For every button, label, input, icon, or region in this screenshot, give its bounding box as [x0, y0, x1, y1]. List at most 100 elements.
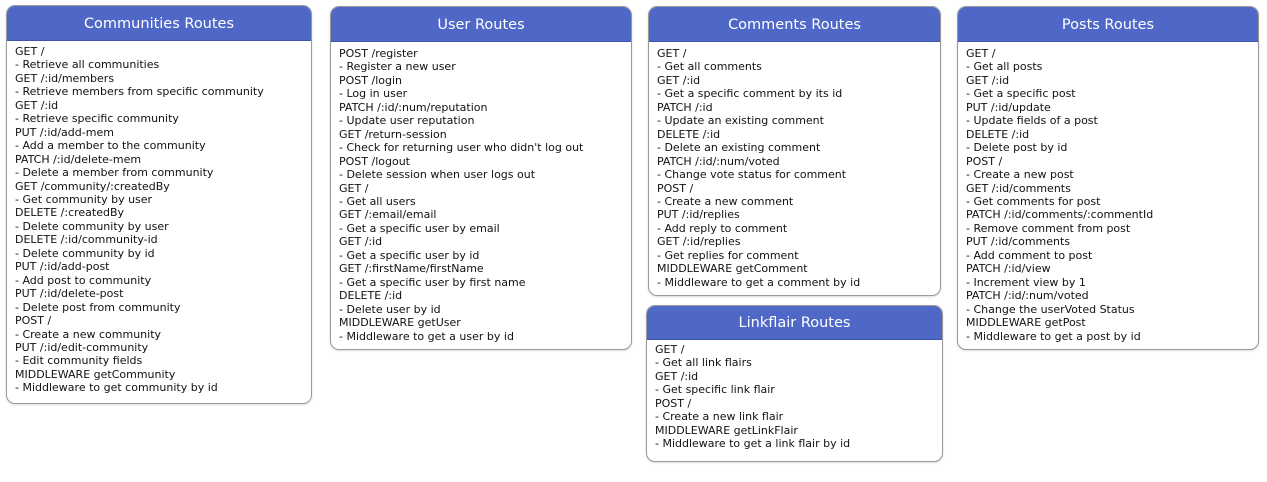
route-description: - Add comment to post	[966, 248, 1093, 262]
route-endpoint: MIDDLEWARE getLinkFlair	[655, 423, 798, 437]
route-endpoint: GET /	[15, 45, 45, 58]
route-description: - Delete community by id	[15, 246, 155, 260]
route-endpoint: POST /register	[339, 47, 418, 60]
route-endpoint: PATCH /:id/:num/voted	[657, 154, 780, 168]
route-description: - Delete post by id	[966, 141, 1068, 155]
route-endpoint: PATCH /:id/:num/reputation	[339, 100, 488, 114]
route-description: - Create a new community	[15, 327, 162, 341]
route-description: - Create a new comment	[657, 194, 794, 208]
route-endpoint: GET /:id	[966, 73, 1010, 87]
route-description: - Get all posts	[966, 60, 1043, 74]
route-description: - Register a new user	[339, 60, 456, 74]
route-description: - Get a specific user by id	[339, 248, 480, 262]
route-description: - Update user reputation	[339, 114, 475, 128]
route-description: - Add reply to comment	[657, 221, 788, 235]
user-routes-card: User Routes POST /register- Register a n…	[330, 6, 632, 350]
route-description: - Delete user by id	[339, 302, 441, 316]
route-endpoint: PUT /:id/comments	[966, 235, 1071, 249]
route-description: - Get a specific user by email	[339, 221, 500, 235]
route-description: - Retrieve all communities	[15, 58, 160, 72]
route-description: - Delete community by user	[15, 219, 169, 233]
route-endpoint: GET /return-session	[339, 127, 447, 141]
route-description: - Delete session when user logs out	[339, 168, 536, 182]
route-description: - Delete a member from community	[15, 166, 214, 180]
route-description: - Get a specific post	[966, 87, 1076, 101]
route-endpoint: PUT /:id/edit-community	[15, 340, 149, 354]
route-endpoint: GET /community/:createdBy	[15, 179, 170, 193]
linkflair-routes-card: Linkflair Routes GET /- Get all link fla…	[646, 305, 943, 462]
route-description: - Middleware to get a post by id	[966, 329, 1141, 343]
route-endpoint: POST /logout	[339, 154, 410, 168]
route-description: - Get community by user	[15, 192, 153, 206]
route-endpoint: DELETE /:id	[966, 127, 1030, 141]
route-endpoint: DELETE /:id	[657, 127, 721, 141]
route-endpoint: MIDDLEWARE getCommunity	[15, 367, 176, 381]
route-description: - Get a specific comment by its id	[657, 87, 843, 101]
card-title: Linkflair Routes	[647, 306, 942, 340]
route-endpoint: GET /	[339, 181, 369, 195]
route-description: - Delete post from community	[15, 300, 181, 314]
route-description: - Edit community fields	[15, 354, 143, 368]
route-endpoint: PUT /:id/add-post	[15, 260, 110, 274]
route-endpoint: DELETE /:createdBy	[15, 206, 125, 220]
route-endpoint: GET /:email/email	[339, 208, 437, 222]
route-description: - Remove comment from post	[966, 221, 1131, 235]
route-description: - Check for returning user who didn't lo…	[339, 141, 584, 155]
route-description: - Change the userVoted Status	[966, 302, 1135, 316]
route-endpoint: GET /:id	[657, 73, 701, 87]
route-description: - Get specific link flair	[655, 383, 775, 397]
route-description: - Middleware to get a comment by id	[657, 275, 861, 289]
route-endpoint: POST /login	[339, 73, 402, 87]
route-endpoint: GET /:id	[655, 369, 699, 383]
route-endpoint: PUT /:id/update	[966, 100, 1051, 114]
route-endpoint: PUT /:id/add-mem	[15, 125, 114, 139]
route-endpoint: PATCH /:id/view	[966, 262, 1051, 276]
communities-routes-card: Communities Routes GET /- Retrieve all c…	[6, 5, 312, 404]
route-endpoint: POST /	[966, 154, 1003, 168]
route-endpoint: PATCH /:id/:num/voted	[966, 289, 1089, 303]
card-title: User Routes	[331, 7, 631, 42]
route-description: - Update fields of a post	[966, 114, 1098, 128]
route-endpoint: GET /	[657, 47, 687, 60]
route-endpoint: DELETE /:id/community-id	[15, 233, 158, 247]
route-endpoint: POST /	[655, 396, 692, 410]
route-endpoint: POST /	[15, 314, 52, 328]
route-description: - Create a new post	[966, 168, 1074, 182]
route-endpoint: GET /:id/comments	[966, 181, 1071, 195]
route-description: - Get all users	[339, 194, 416, 208]
route-endpoint: MIDDLEWARE getUser	[339, 316, 461, 330]
route-endpoint: PATCH /:id	[657, 100, 713, 114]
route-endpoint: GET /:firstName/firstName	[339, 262, 484, 276]
route-description: - Get a specific user by first name	[339, 275, 526, 289]
card-title: Comments Routes	[649, 7, 940, 42]
route-endpoint: PUT /:id/delete-post	[15, 287, 124, 301]
route-endpoint: POST /	[657, 181, 694, 195]
route-description: - Retrieve members from specific communi…	[15, 85, 264, 99]
card-title: Communities Routes	[7, 6, 311, 41]
route-description: - Get replies for comment	[657, 248, 799, 262]
route-description: - Retrieve specific community	[15, 112, 179, 126]
route-endpoint: PUT /:id/replies	[657, 208, 740, 222]
route-description: - Increment view by 1	[966, 275, 1086, 289]
route-endpoint: GET /:id	[339, 235, 383, 249]
route-description: - Update an existing comment	[657, 114, 824, 128]
route-description: - Add post to community	[15, 273, 152, 287]
route-description: - Get comments for post	[966, 194, 1101, 208]
route-endpoint: GET /	[966, 47, 996, 60]
route-description: - Get all comments	[657, 60, 762, 74]
route-description: - Change vote status for comment	[657, 168, 847, 182]
route-description: - Log in user	[339, 87, 408, 101]
route-endpoint: MIDDLEWARE getPost	[966, 316, 1086, 330]
route-description: - Delete an existing comment	[657, 141, 821, 155]
route-description: - Add a member to the community	[15, 139, 206, 153]
route-description: - Get all link flairs	[655, 356, 752, 370]
route-endpoint: GET /:id	[15, 98, 59, 112]
route-description: - Create a new link flair	[655, 410, 784, 424]
route-endpoint: DELETE /:id	[339, 289, 403, 303]
route-description: - Middleware to get a user by id	[339, 329, 514, 343]
